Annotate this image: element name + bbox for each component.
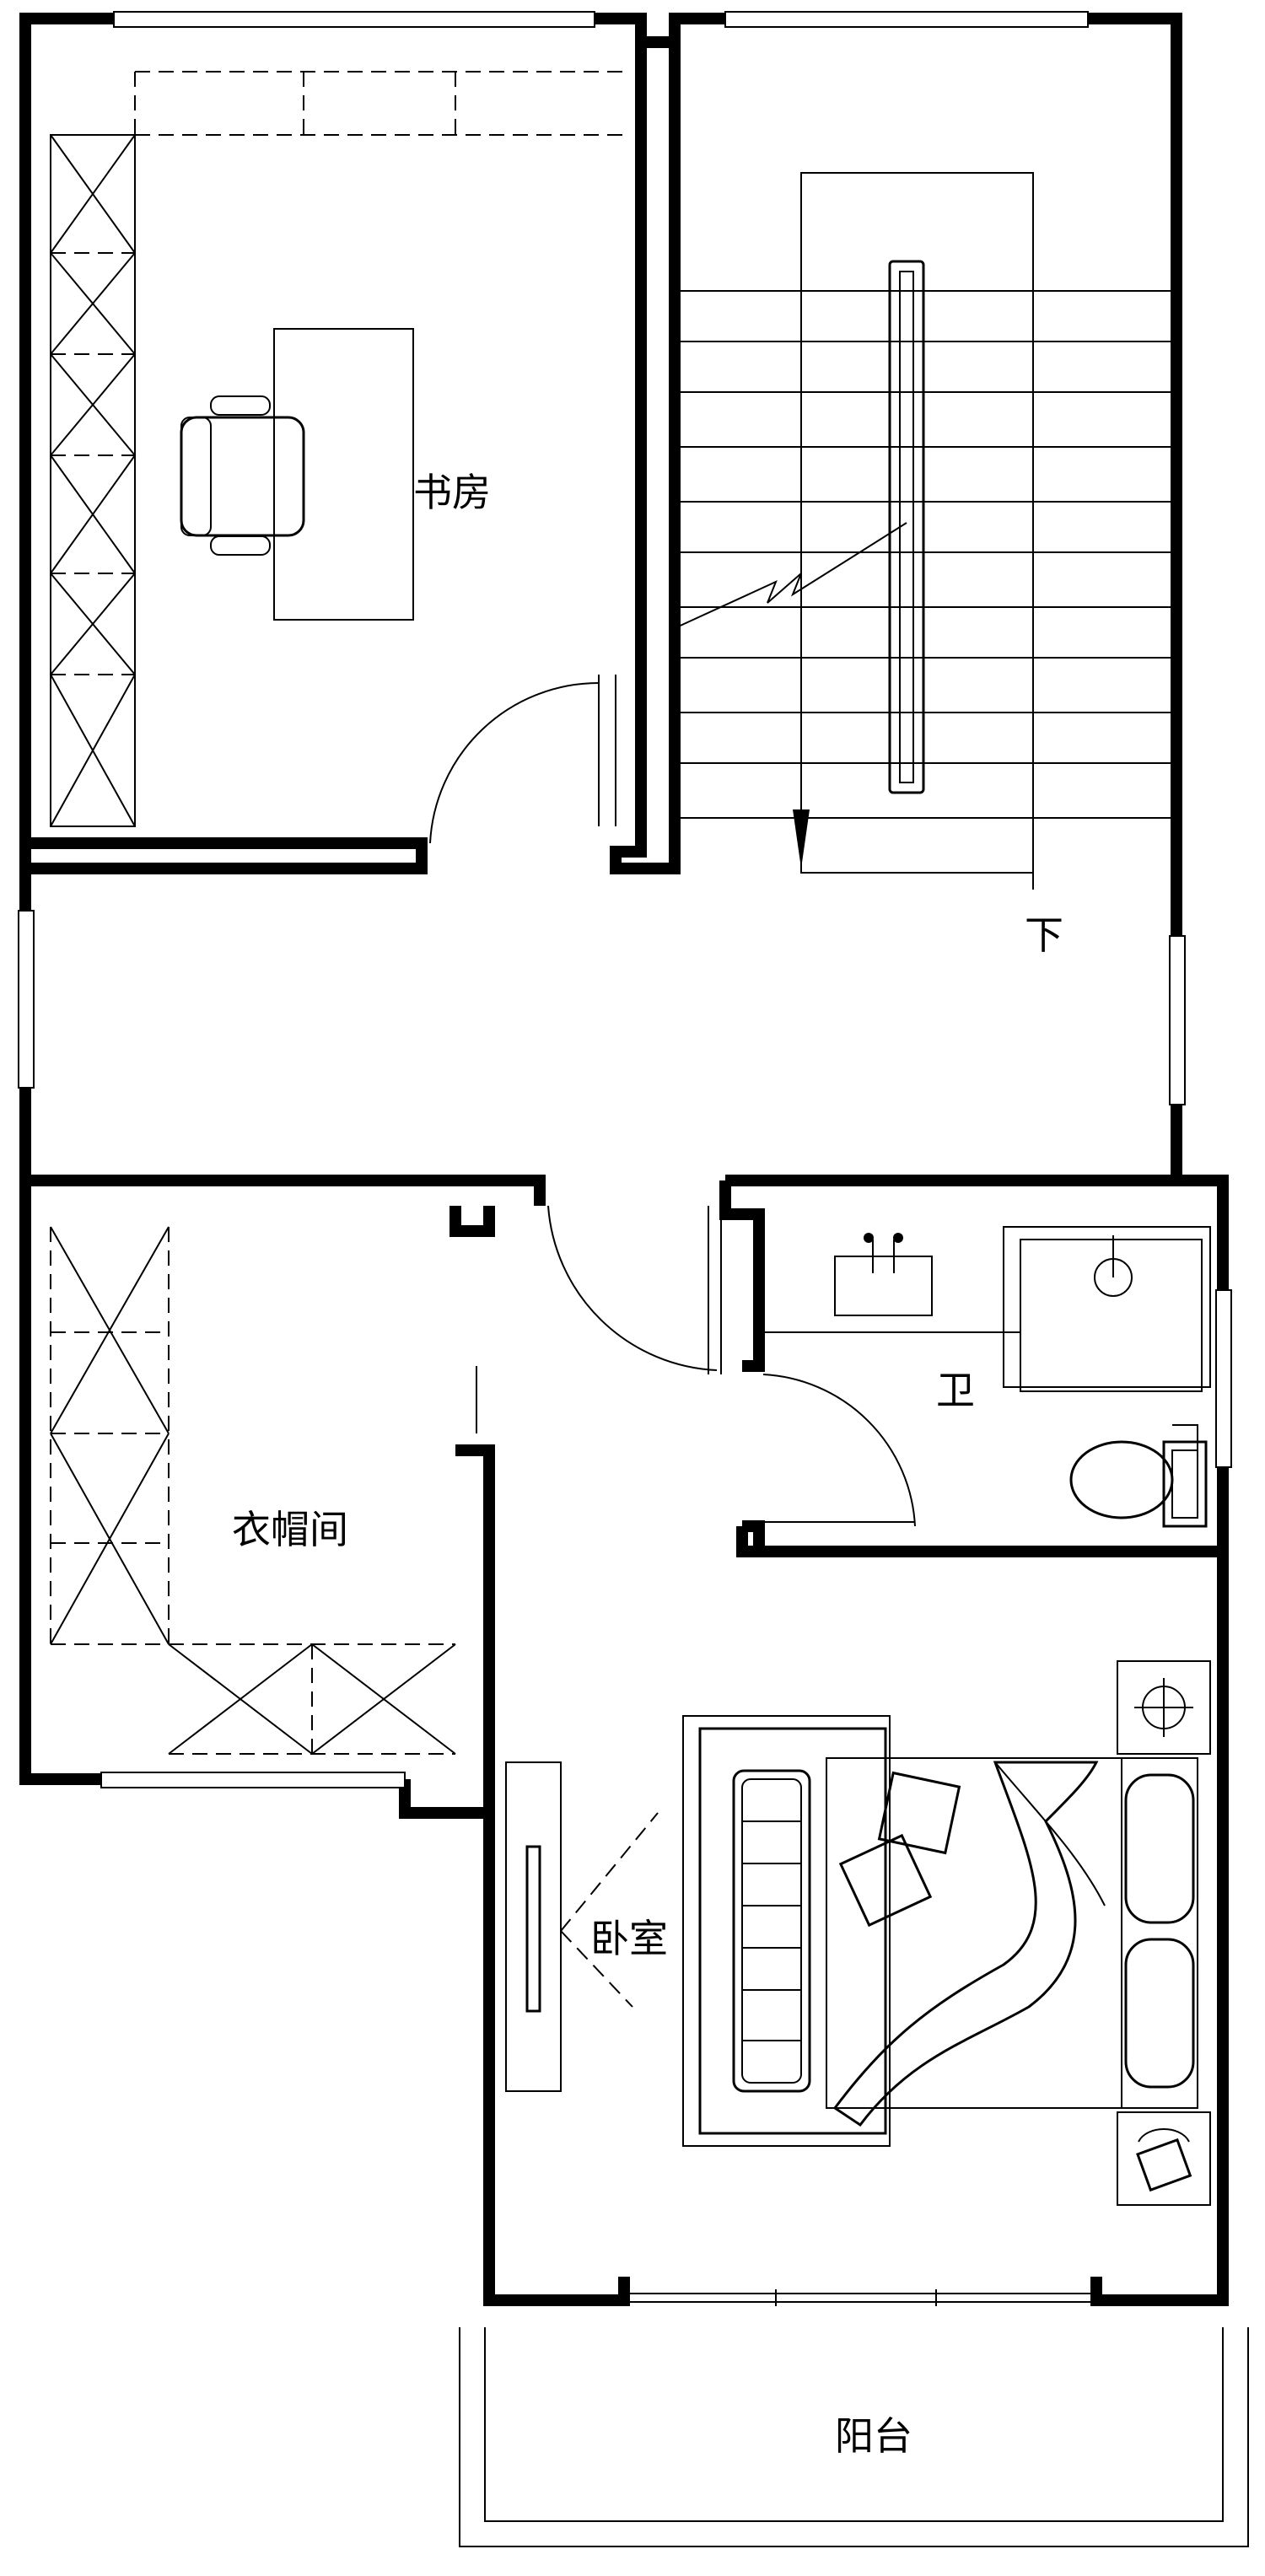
closet-door-swing (547, 1205, 718, 1371)
telephone-icon (1136, 2128, 1192, 2192)
bath-door-swing (762, 1374, 916, 1527)
tv (525, 1845, 541, 2013)
closet-label: 衣帽间 (232, 1507, 348, 1552)
study-label: 书房 (413, 470, 491, 515)
window-left-hall (18, 910, 35, 1089)
desk (273, 328, 414, 621)
bedroom-label: 卧室 (590, 1916, 668, 1961)
staircase: 下 (674, 172, 1176, 958)
bedroom-room: 卧室 (505, 1660, 1211, 2206)
washbasin-icon (834, 1233, 933, 1316)
study-room: 书房 (49, 71, 624, 827)
window-bottom-closet (100, 1772, 406, 1788)
window-top-stair (724, 11, 1089, 28)
bathroom-room: 卫 (759, 1226, 1211, 1528)
stair-arrow-icon (793, 809, 810, 869)
shower-icon (1094, 1235, 1133, 1297)
window-top-study (113, 11, 595, 28)
stair-treads (675, 290, 1176, 819)
window-right-stair (1169, 935, 1186, 1105)
interior-walls (25, 42, 1223, 1813)
office-chair-icon (180, 395, 305, 556)
balcony-label: 阳台 (835, 2413, 912, 2459)
balcony: 阳台 (459, 2327, 1249, 2547)
stair-down-label: 下 (1025, 912, 1063, 958)
closet-room: 衣帽间 (50, 1226, 456, 1755)
lamp-icon (1134, 1678, 1193, 1737)
bathroom-label: 卫 (936, 1368, 975, 1413)
window-right-bath (1215, 1289, 1232, 1468)
tv-cabinet (505, 1761, 562, 2092)
bed (826, 1757, 1198, 2109)
pillow-icon (1124, 1773, 1195, 2089)
exterior-walls (18, 11, 1232, 2306)
study-door-swing (429, 681, 600, 844)
toilet-icon (1069, 1424, 1208, 1528)
rug (682, 1715, 891, 2147)
doors (429, 681, 916, 1527)
